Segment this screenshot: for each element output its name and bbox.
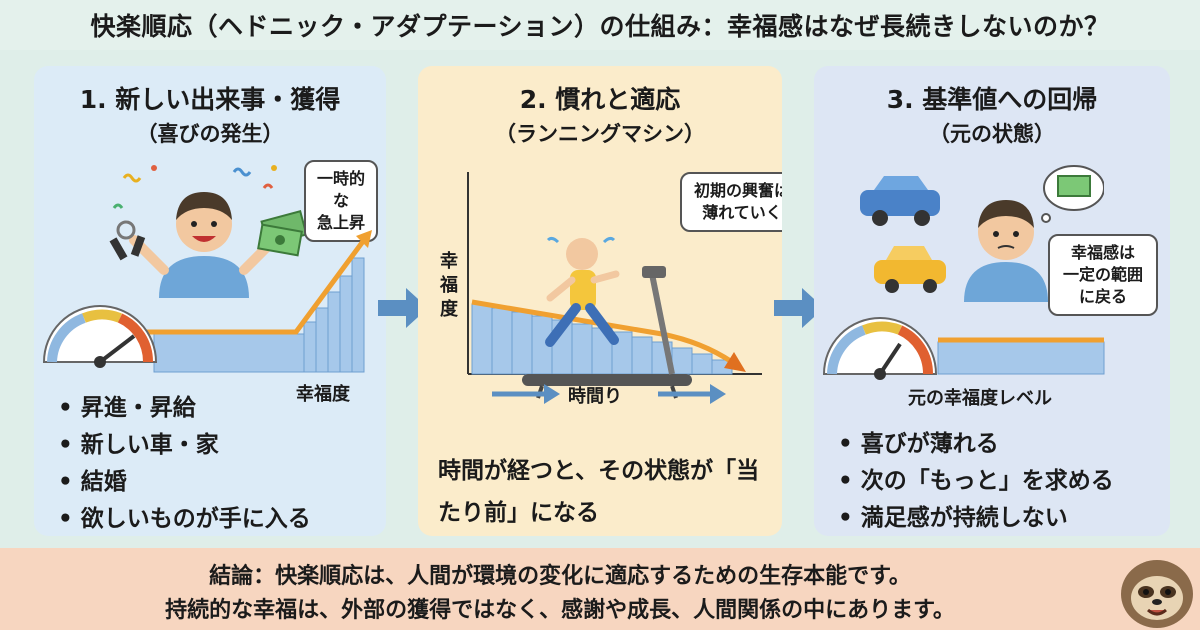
baseline-chart [822, 317, 1105, 380]
panel-1-bullet-list: 昇進・昇給 新しい車・家 結婚 欲しいものが手に入る [58, 390, 311, 536]
list-item: 昇進・昇給 [58, 390, 311, 427]
happiness-spike-chart [42, 230, 372, 373]
panel-3-title: 3. 基準値への回帰 [886, 85, 1098, 114]
list-item: 次の「もっと」を求める [838, 463, 1114, 500]
time-arrow-right-icon [658, 384, 726, 404]
bubble-line-1: 一時的な [316, 169, 365, 210]
bubble-line-1: 初期の興奮は [693, 181, 782, 200]
time-arrow-left-icon [492, 384, 560, 404]
runner-icon [545, 236, 620, 347]
panel-3-axis-label: 元の幸福度レベル [908, 388, 1052, 409]
panel-adaptation: 2. 慣れと適応 （ランニングマシン） 初期の興奮は 薄れていく 幸福度 [418, 66, 782, 536]
conclusion-footer: 結論：快楽順応は、人間が環境の変化に適応するための生存本能です。 持続的な幸福は… [0, 548, 1200, 630]
keys-icon [109, 220, 146, 261]
panel-2-title: 2. 慣れと適応 [519, 85, 681, 114]
gauge-icon [42, 305, 158, 368]
panel-2-subtitle: （ランニングマシン） [495, 122, 705, 146]
panel-1-title: 1. 新しい出来事・獲得 [79, 85, 341, 114]
baseline-speech-bubble: 幸福感は 一定の範囲 に戻る [1048, 234, 1158, 316]
money-thought-icon [1041, 165, 1104, 223]
adaptation-description: 時間が経つと、その状態が「当たり前」になる [438, 458, 760, 526]
list-item: 結婚 [58, 464, 311, 501]
bubble-line-3: に戻る [1078, 287, 1127, 306]
list-item: 喜びが薄れる [838, 426, 1114, 463]
panel-new-event: 1. 新しい出来事・獲得 （喜びの発生） [34, 66, 386, 536]
panel-3-subtitle: （元の状態） [929, 122, 1055, 146]
panel-1-subtitle: （喜びの発生） [136, 122, 284, 146]
sloth-mascot-icon [1121, 560, 1193, 628]
list-item: 満足感が持続しない [838, 500, 1114, 536]
bubble-line-1: 幸福感は [1070, 243, 1135, 262]
spike-speech-bubble: 一時的な 急上昇 [304, 160, 378, 242]
conclusion-line-1: 結論：快楽順応は、人間が環境の変化に適応するための生存本能です。 [209, 564, 911, 589]
bubble-line-2: 薄れていく [702, 203, 782, 222]
panel-2-x-label: 時間り [568, 386, 622, 407]
panel-2-y-label: 幸福度 [440, 251, 458, 320]
page-title: 快楽順応（ヘドニック・アダプテーション）の仕組み：幸福感はなぜ長続きしないのか？ [0, 0, 1200, 50]
happy-person-illustration [109, 165, 308, 298]
flow-arrow-icon [774, 288, 824, 328]
panel-return-baseline: 3. 基準値への回帰 （元の状態） 幸福感は [814, 66, 1170, 536]
blue-car-icon [860, 176, 940, 226]
fade-speech-bubble: 初期の興奮は 薄れていく [680, 172, 782, 232]
bubble-line-2: 急上昇 [316, 213, 365, 232]
flow-arrow-icon [378, 288, 428, 328]
gauge-icon [822, 317, 938, 380]
treadmill-icon [522, 266, 692, 399]
panel-3-bullet-list: 喜びが薄れる 次の「もっと」を求める 満足感が持続しない [838, 426, 1114, 536]
list-item: 欲しいものが手に入る [58, 501, 311, 536]
confetti-icon [112, 165, 277, 209]
conclusion-line-2: 持続的な幸福は、外部の獲得ではなく、感謝や成長、人間関係の中にあります。 [165, 598, 955, 623]
money-icon [257, 210, 308, 257]
treadmill-chart [467, 172, 762, 399]
list-item: 新しい車・家 [58, 427, 311, 464]
neutral-person-illustration [860, 165, 1104, 302]
yellow-car-icon [874, 246, 946, 293]
bubble-line-2: 一定の範囲 [1062, 265, 1143, 284]
